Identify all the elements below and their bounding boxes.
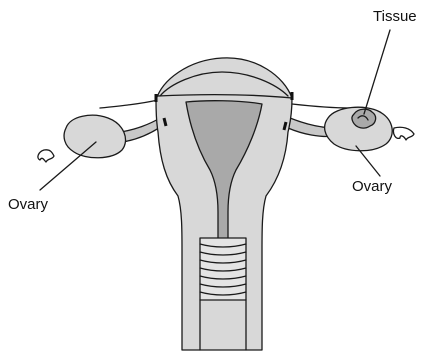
tissue-label: Tissue — [373, 9, 417, 24]
endometrial-tissue-growth — [352, 109, 376, 128]
left-ovarian-ligament — [120, 118, 162, 142]
vaginal-rugae — [200, 238, 246, 300]
right-ovary-label: Ovary — [352, 179, 392, 194]
left-ovary-label: Ovary — [8, 197, 48, 212]
left-ovary — [64, 115, 125, 158]
